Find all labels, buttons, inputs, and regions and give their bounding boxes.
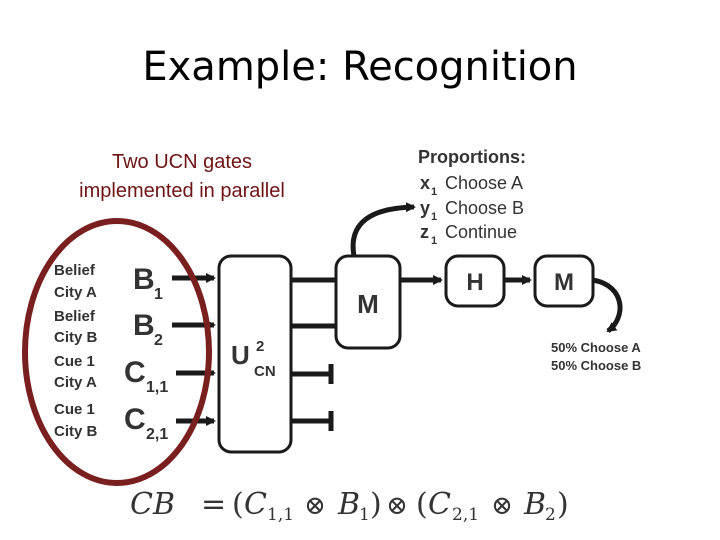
eq-otimes-1: ⊗ [304, 491, 326, 521]
annotation-caption: Two UCN gates implemented in parallel [40, 148, 324, 206]
symbol-c11: C [124, 356, 146, 389]
prop-choose-a: Choose A [445, 173, 523, 193]
input-label-cue-a-1: Cue 1 [54, 353, 95, 370]
input-label-belief-b-2: City B [54, 329, 98, 346]
proportions-heading: Proportions: [418, 147, 526, 167]
eq-otimes-2: ⊗ [386, 491, 408, 521]
outcome-arrow [592, 277, 623, 334]
ucn-output-wires [291, 277, 336, 431]
eq-equals: = [201, 487, 226, 522]
input-label-cue-b-1: Cue 1 [54, 401, 95, 418]
measurement-gate-2: M [533, 254, 595, 308]
outcome-line-2: 50% Choose B [551, 358, 641, 373]
proportions-arrow [350, 202, 416, 257]
symbol-b1: B [133, 263, 155, 296]
ucn-gate-box [217, 254, 293, 454]
eq-lparen-2: ( [416, 487, 428, 522]
input-label-belief-a-2: City A [54, 284, 97, 301]
prop-y-sub: 1 [431, 211, 437, 223]
eq-lparen-1: ( [232, 487, 244, 522]
eq-c11: C [244, 487, 267, 522]
proportions-block: Proportions: x 1 Choose A y 1 Choose B z… [418, 147, 526, 247]
prop-choose-b: Choose B [445, 198, 524, 218]
eq-c21-sub: 2,1 [452, 505, 479, 525]
prop-y-var: y [420, 198, 430, 218]
eq-b2-sub: 2 [545, 505, 556, 525]
ucn-gate-symbol: U [231, 340, 250, 370]
prop-x-var: x [420, 173, 430, 193]
page-title: Example: Recognition [142, 44, 578, 90]
hadamard-label: H [466, 269, 483, 296]
measurement-box-1 [334, 254, 402, 350]
input-labels: Belief City A Belief City B Cue 1 City A… [54, 262, 98, 440]
eq-rparen-1: ) [370, 487, 382, 522]
symbol-c21: C [124, 403, 146, 436]
prop-continue: Continue [445, 222, 517, 242]
equation: CB = ( C 1,1 ⊗ B 1 ) ⊗ ( C 2,1 ⊗ B 2 ) [130, 487, 569, 525]
eq-lhs: CB [130, 487, 175, 522]
input-label-cue-a-2: City A [54, 374, 97, 391]
input-label-belief-b-1: Belief [54, 308, 96, 325]
eq-c11-sub: 1,1 [267, 505, 294, 525]
symbol-c21-sub: 2,1 [146, 426, 168, 443]
eq-rparen-2: ) [557, 487, 569, 522]
ucn-gate-sup: 2 [256, 338, 264, 355]
caption-line-1: Two UCN gates [111, 151, 253, 173]
eq-c21: C [428, 487, 451, 522]
symbol-c11-sub: 1,1 [146, 379, 168, 396]
caption-line-2: implemented in parallel [79, 180, 285, 202]
measurement-gate-1: M [334, 254, 402, 350]
input-label-belief-a-1: Belief [54, 262, 96, 279]
eq-b1-sub: 1 [359, 505, 370, 525]
outcome-line-1: 50% Choose A [551, 340, 641, 355]
input-symbols: B 1 B 2 C 1,1 C 2,1 [124, 263, 168, 443]
hadamard-gate: H [444, 254, 506, 308]
symbol-b1-sub: 1 [154, 286, 163, 303]
symbol-b2: B [133, 309, 155, 342]
measurement-label-2: M [554, 269, 574, 296]
ucn-gate: U 2 CN [217, 254, 293, 454]
ucn-gate-sub: CN [254, 363, 276, 380]
eq-b1: B [337, 487, 360, 522]
input-label-cue-b-2: City B [54, 423, 98, 440]
symbol-b2-sub: 2 [154, 332, 163, 349]
measurement-label-1: M [357, 289, 379, 319]
prop-z-sub: 1 [431, 235, 437, 247]
prop-z-var: z [420, 222, 429, 242]
eq-otimes-3: ⊗ [491, 491, 513, 521]
highlight-ellipse [22, 218, 212, 486]
prop-x-sub: 1 [431, 186, 437, 198]
eq-b2: B [523, 487, 546, 522]
